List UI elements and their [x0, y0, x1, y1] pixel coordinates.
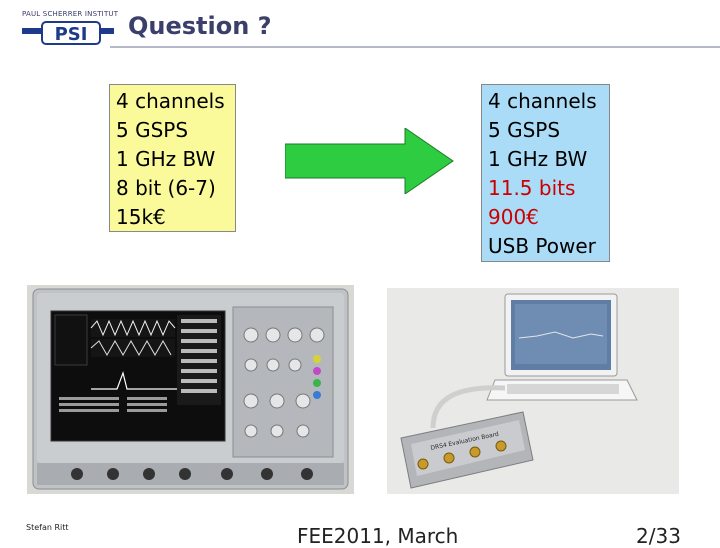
- footer-author: Stefan Ritt: [26, 523, 69, 532]
- old-scope-spec-box: 4 channels 5 GSPS 1 GHz BW 8 bit (6-7) 1…: [109, 84, 236, 232]
- spec-line-highlight: 11.5 bits: [488, 176, 576, 200]
- logo-letters: PSI: [55, 24, 88, 45]
- spec-line-highlight: 900€: [488, 205, 539, 229]
- logo-institute-text: PAUL SCHERRER INSTITUT: [22, 10, 119, 18]
- footer-event: FEE2011, March: [297, 524, 459, 548]
- right-arrow-icon: [285, 128, 454, 194]
- footer-page-number: 2/33: [636, 524, 681, 548]
- spec-line: 15k€: [116, 205, 166, 229]
- drs-spec-box: 4 channels 5 GSPS 1 GHz BW 11.5 bits 900…: [481, 84, 610, 262]
- psi-logo: PAUL SCHERRER INSTITUT PSI: [22, 10, 119, 46]
- spec-line: 1 GHz BW: [488, 147, 588, 171]
- drs-evaluation-board-photo: DRS4 Evaluation Board: [387, 288, 679, 494]
- spec-line: 1 GHz BW: [116, 147, 216, 171]
- title-divider: [110, 46, 720, 48]
- psi-logo-mark: PSI: [22, 21, 114, 45]
- spec-line: USB Power: [488, 234, 596, 258]
- spec-line: 4 channels: [116, 89, 225, 113]
- slide-title: Question ?: [128, 12, 272, 40]
- spec-line: 5 GSPS: [116, 118, 189, 142]
- spec-line: 8 bit (6-7): [116, 176, 216, 200]
- oscilloscope-photo: [27, 285, 354, 494]
- spec-line: 4 channels: [488, 89, 597, 113]
- spec-line: 5 GSPS: [488, 118, 561, 142]
